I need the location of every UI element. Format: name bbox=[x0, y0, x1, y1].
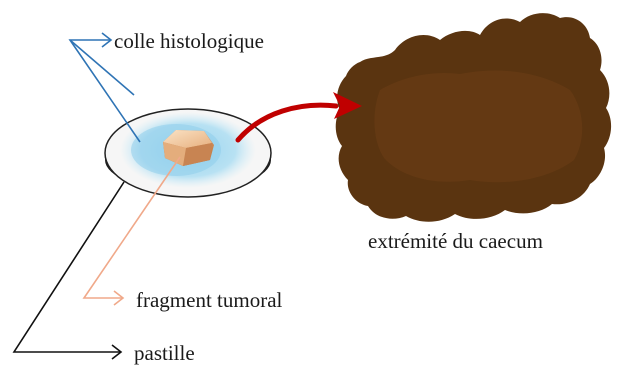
label-extremite-caecum: extrémité du caecum bbox=[368, 229, 543, 253]
caecum-shade bbox=[374, 71, 582, 183]
label-fragment-tumoral: fragment tumoral bbox=[136, 288, 283, 312]
label-colle-histologique: colle histologique bbox=[114, 29, 264, 53]
pellet-leader bbox=[14, 182, 124, 359]
label-pastille: pastille bbox=[134, 341, 195, 365]
